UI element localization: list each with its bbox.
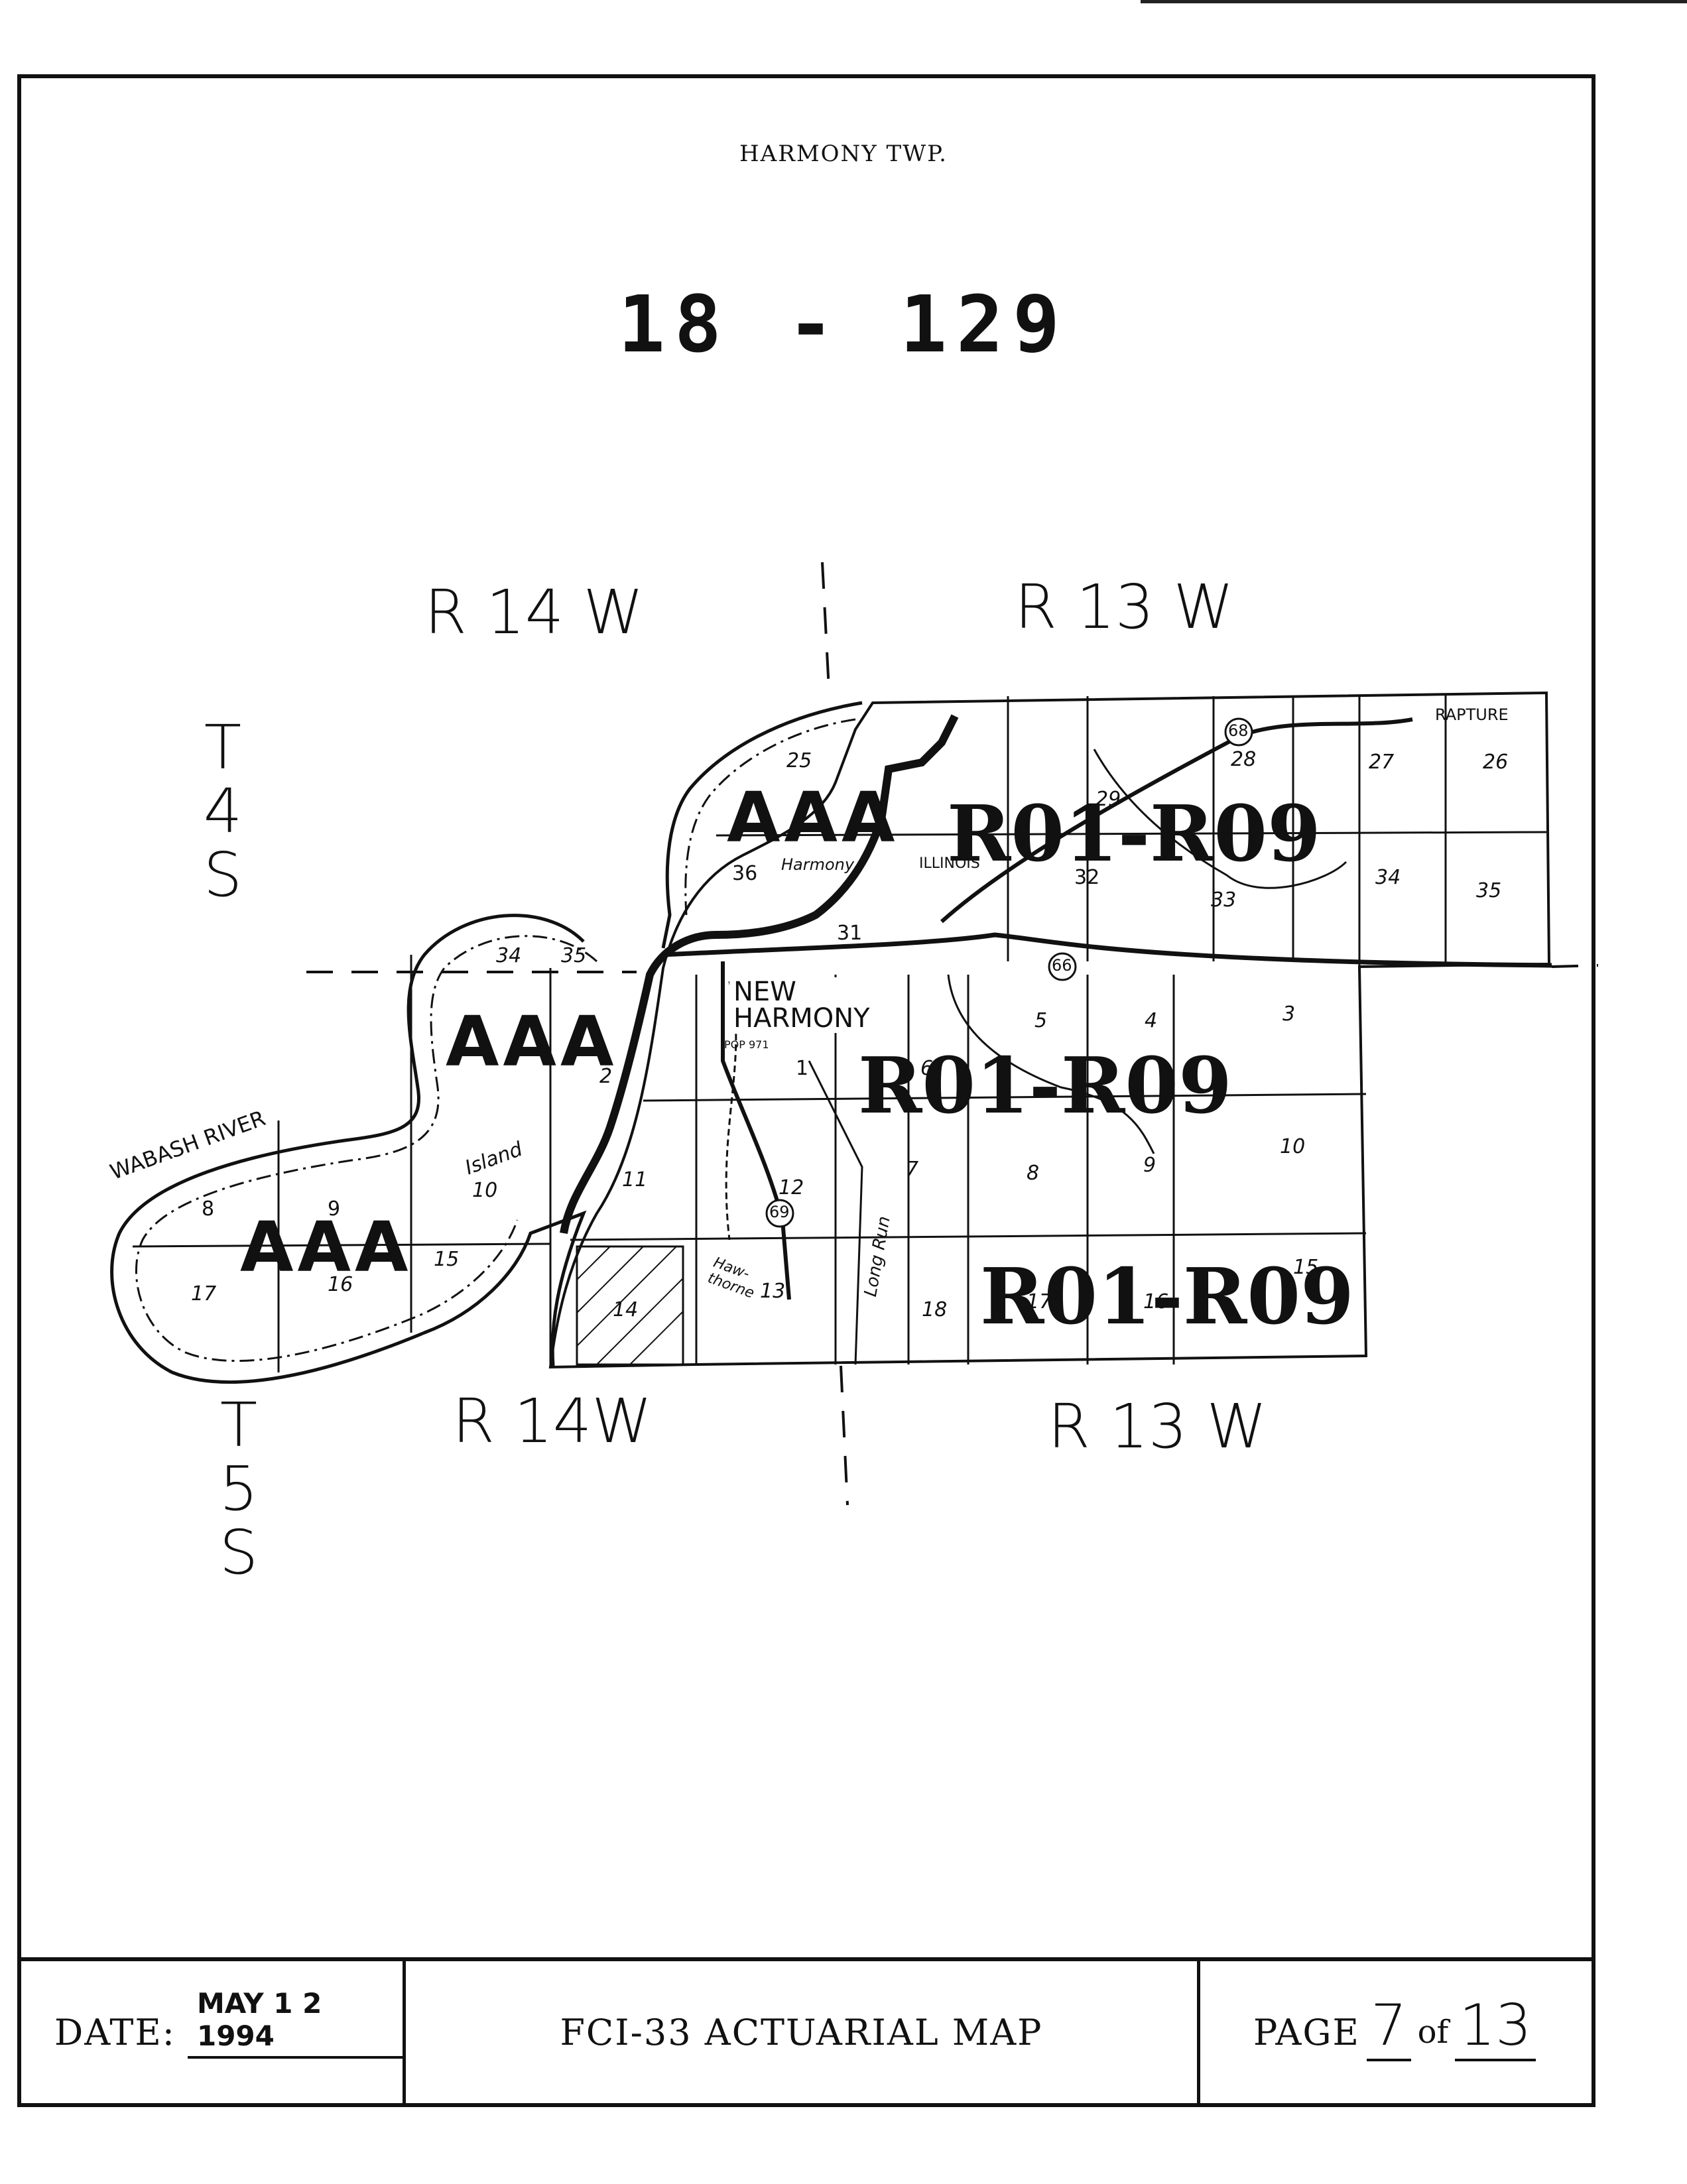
map-title: FCI-33 ACTUARIAL MAP <box>560 2011 1043 2053</box>
highway-68 <box>940 717 1413 924</box>
section-25: 25 <box>786 749 812 772</box>
shield-69: 69 <box>769 1203 790 1221</box>
section-26: 26 <box>1483 751 1509 774</box>
section-18: 18 <box>922 1298 948 1321</box>
section-5: 5 <box>1034 1009 1048 1032</box>
section-11: 11 <box>622 1168 648 1191</box>
section-35-right: 35 <box>1476 879 1502 902</box>
section-3: 3 <box>1282 1002 1296 1026</box>
section-15-left: 15 <box>434 1248 460 1271</box>
section-13: 13 <box>760 1280 786 1303</box>
section-14: 14 <box>613 1298 639 1321</box>
map-footer: DATE: MAY 1 2 1994 FCI-33 ACTUARIAL MAP … <box>21 1957 1592 2103</box>
range-divider-lower <box>840 1365 849 1506</box>
footer-page-cell: PAGE 7 of 13 <box>1200 1961 1592 2103</box>
section-27: 27 <box>1369 751 1395 774</box>
wabash-river-upper <box>661 701 863 949</box>
zone-r-middle: R01-R09 <box>858 1041 1232 1131</box>
date-value: MAY 1 2 1994 <box>187 1987 403 2059</box>
section-34-left: 34 <box>496 944 522 967</box>
rapture-label: RAPTURE <box>1435 705 1509 724</box>
map-number: 18 - 129 <box>617 278 1070 370</box>
section-32: 32 <box>1074 866 1100 889</box>
page-total: 13 <box>1455 1992 1536 2061</box>
section-28: 28 <box>1231 748 1257 771</box>
section-12: 12 <box>779 1176 804 1199</box>
section-17: 17 <box>191 1282 217 1305</box>
page-of: of <box>1417 2014 1449 2051</box>
page-number: 7 <box>1366 1992 1411 2061</box>
section-9-left: 9 <box>328 1197 341 1221</box>
section-6: 6 <box>920 1057 934 1080</box>
map-frame <box>17 74 1595 2107</box>
levee-line <box>560 714 959 1235</box>
section-16: 16 <box>328 1273 353 1296</box>
section-15-right: 15 <box>1293 1256 1319 1279</box>
section-31: 31 <box>837 922 863 945</box>
wabash-river-outer <box>110 914 587 1384</box>
range-label-top-right: R 13 W <box>1015 572 1234 642</box>
section-35-left: 35 <box>561 944 587 967</box>
footer-title-cell: FCI-33 ACTUARIAL MAP <box>406 1961 1200 2103</box>
shield-68: 68 <box>1228 721 1249 740</box>
wabash-river-inner <box>135 935 598 1362</box>
section-17-right: 17 <box>1027 1290 1052 1313</box>
section-2: 2 <box>599 1065 613 1088</box>
zone-aaa-south: AAA <box>240 1207 412 1288</box>
page-label: PAGE <box>1253 2011 1360 2053</box>
section-33: 33 <box>1211 888 1237 912</box>
section-10: 10 <box>1280 1135 1306 1158</box>
date-label: DATE: <box>54 2011 176 2053</box>
range-label-bottom-left: R 14W <box>452 1386 653 1457</box>
section-7: 7 <box>906 1158 919 1181</box>
zone-aaa-north: AAA <box>727 777 899 858</box>
top-edge-line <box>1141 0 1687 3</box>
section-8-right: 8 <box>1027 1162 1040 1185</box>
section-4: 4 <box>1145 1009 1158 1032</box>
illinois-label: ILLINOIS <box>919 855 980 872</box>
shield-66: 66 <box>1052 956 1072 975</box>
section-16-right: 16 <box>1143 1290 1169 1313</box>
zone-r-north: R01-R09 <box>947 789 1321 879</box>
range-label-bottom-right: R 13 W <box>1048 1391 1267 1462</box>
section-36: 36 <box>732 862 758 885</box>
section-grid <box>132 695 1547 1372</box>
township-divider-right <box>1551 964 1599 968</box>
section-8-left: 8 <box>202 1197 215 1221</box>
town-population: POP 971 <box>724 1038 769 1051</box>
section-10-island: 10 <box>472 1179 498 1202</box>
section-29: 29 <box>1095 788 1121 811</box>
footer-date-cell: DATE: MAY 1 2 1994 <box>21 1961 406 2103</box>
section-1: 1 <box>796 1057 809 1080</box>
section-34-right: 34 <box>1375 866 1401 889</box>
township-boundary <box>548 691 1551 1369</box>
section-9-right: 9 <box>1143 1154 1156 1177</box>
township-label-lower: T 5 S <box>219 1390 259 1588</box>
range-divider-upper <box>821 562 830 690</box>
zone-r-south: R01-R09 <box>980 1252 1354 1342</box>
range-label-top-left: R 14 W <box>424 577 644 648</box>
zone-aaa-middle: AAA <box>446 1001 618 1082</box>
township-subtitle: HARMONY TWP. <box>739 141 948 167</box>
township-label-upper: T 4 S <box>203 712 243 910</box>
highway-66 <box>662 932 1552 968</box>
harmony-road-label: Harmony <box>781 855 855 874</box>
town-label: NEW HARMONY <box>729 977 883 1033</box>
